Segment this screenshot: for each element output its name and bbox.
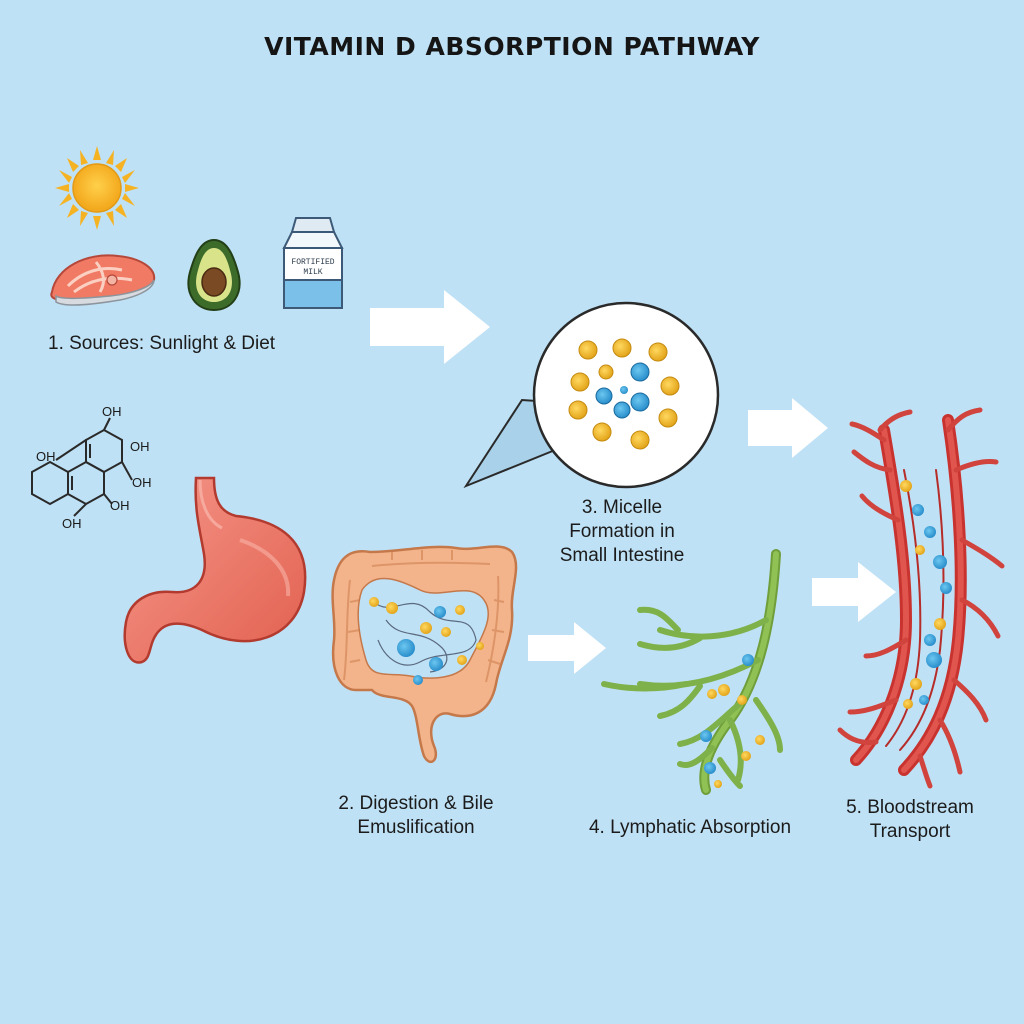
- arrow-micelle-to-blood: [748, 398, 828, 458]
- arrow-lymph-to-blood: [812, 562, 896, 622]
- sun-icon: [55, 146, 139, 230]
- lymph-vessel-icon: [601, 549, 783, 795]
- arrow-sources-to-micelle: [370, 290, 490, 364]
- step-4-label: 4. Lymphatic Absorption: [589, 816, 791, 840]
- step-3-line-1: 3. Micelle: [581, 497, 663, 518]
- stomach-icon: [123, 476, 307, 664]
- arrow-intestine-to-lymph: [528, 622, 606, 674]
- milk-carton-icon: FORTIFIED MILK: [282, 217, 344, 309]
- intestine-particles: [369, 597, 484, 685]
- milk-carton-line2: MILK: [303, 268, 322, 277]
- molecule-oh-4: OH: [132, 475, 152, 490]
- molecule-oh-2: OH: [36, 449, 56, 464]
- milk-carton-line1: FORTIFIED: [291, 258, 334, 267]
- step-5-line-1: 5. Bloodstream: [846, 797, 974, 818]
- step-5-line-2: Transport: [869, 821, 951, 842]
- salmon-icon: [50, 254, 156, 306]
- molecule-oh-1: OH: [102, 404, 122, 419]
- blood-vessel-icon: [837, 407, 1005, 789]
- molecule-icon: [31, 417, 133, 517]
- step-3-line-2: Formation in: [569, 521, 675, 542]
- step-3-line-3: Small Intestine: [559, 545, 685, 566]
- step-4-line-1: 4. Lymphatic Absorption: [588, 817, 792, 838]
- molecule-oh-3: OH: [130, 439, 150, 454]
- step-3-label: 3. Micelle Formation in Small Intestine: [560, 496, 685, 568]
- step-2-label: 2. Digestion & Bile Emuslification: [338, 792, 493, 840]
- step-1-label: 1. Sources: Sunlight & Diet: [48, 332, 275, 356]
- step-2-line-1: 2. Digestion & Bile: [338, 793, 494, 814]
- intestine-icon: [331, 545, 518, 764]
- step-5-label: 5. Bloodstream Transport: [846, 796, 974, 844]
- step-1-line-1: 1. Sources: Sunlight & Diet: [48, 333, 276, 354]
- avocado-icon: [187, 238, 241, 312]
- step-2-line-2: Emuslification: [357, 817, 475, 838]
- micelle-icon: [463, 301, 720, 489]
- molecule-oh-5: OH: [110, 498, 130, 513]
- diagram-title: VITAMIN D ABSORPTION PATHWAY: [264, 32, 760, 61]
- molecule-oh-6: OH: [62, 516, 82, 531]
